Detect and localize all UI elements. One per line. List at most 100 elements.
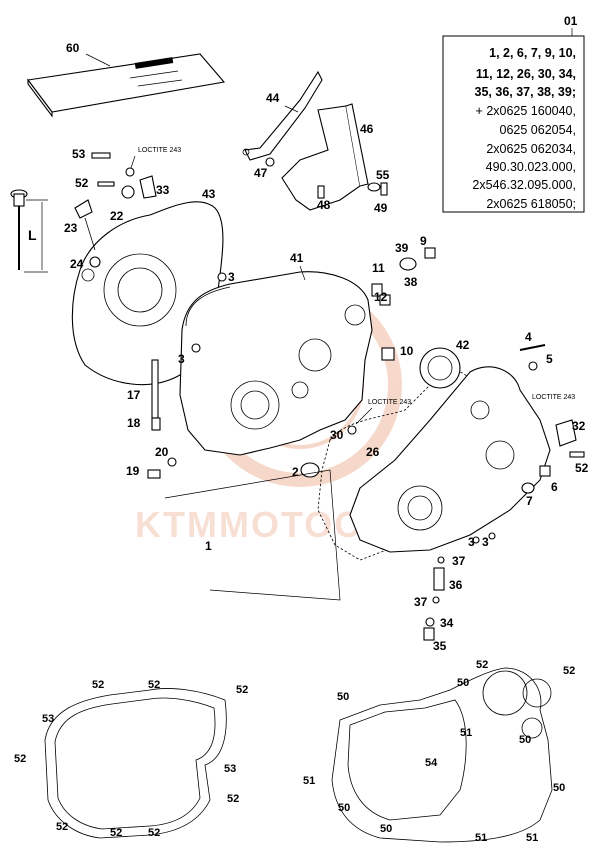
h-callout-51b: 51: [303, 775, 315, 787]
leader-41: [299, 265, 306, 281]
manual-print-line: [129, 70, 179, 79]
bracket-44: [244, 70, 323, 161]
cover-22: [121, 185, 135, 199]
bearing-2: [300, 462, 320, 478]
loctite-leader-2: [355, 407, 373, 425]
callout-39: 39: [395, 241, 409, 255]
kit-line-1: 1, 2, 6, 7, 9, 10,: [489, 46, 576, 60]
kit-line-3: 35, 36, 37, 38, 39;: [475, 85, 576, 99]
spacer-47: [265, 157, 275, 167]
h-callout-54: 54: [425, 757, 438, 769]
cylinder-boss: [419, 347, 461, 389]
kit-line-8: 2x546.32.095.000,: [472, 178, 576, 192]
gasket-outline-outer: [44, 688, 227, 839]
plug-35: [423, 627, 435, 641]
washer-34: [425, 617, 435, 627]
part-60-manual: 60: [27, 41, 226, 118]
plug-6: [539, 465, 551, 477]
right-bearing-inner: [407, 495, 433, 521]
h-callout-52b: 52: [563, 665, 575, 677]
callout-10: 10: [400, 344, 414, 358]
manual-booklet: [27, 53, 226, 113]
kit-outline-1: 1: [164, 469, 341, 601]
callout-1: 1: [205, 539, 212, 553]
callout-20: 20: [155, 445, 169, 459]
callout-52a: 52: [75, 176, 89, 190]
dowel-3c: [472, 536, 480, 544]
callout-47: 47: [254, 166, 268, 180]
callout-19: 19: [126, 464, 140, 478]
kit-line-2: 11, 12, 26, 30, 34,: [476, 67, 576, 81]
callout-23: 23: [64, 221, 78, 235]
o-ring-24: [89, 256, 101, 268]
kit-box: 01 1, 2, 6, 7, 9, 10, 11, 12, 26, 30, 34…: [442, 14, 585, 213]
dowel-3b: [191, 343, 201, 353]
washer-55: [367, 182, 381, 192]
g-callout-53b: 53: [224, 763, 236, 775]
h-callout-51a: 51: [460, 727, 472, 739]
manual-print-line: [137, 79, 183, 87]
callout-32: 32: [572, 419, 586, 433]
shaft-bore-mid: [291, 381, 309, 399]
callout-49: 49: [374, 201, 388, 215]
bolt-19: [147, 469, 161, 479]
part-crankcase-right: 42 4 5 LOCTITE 243 32 52 6 7 3 3 37 36 3…: [349, 330, 589, 653]
callout-3b: 3: [178, 352, 185, 366]
gasket-top-hole: [522, 678, 552, 708]
dim-label: L: [28, 227, 37, 243]
manual-edge: [27, 78, 53, 118]
callout-38: 38: [404, 275, 418, 289]
gasket-outline-inner: [54, 697, 216, 830]
ball-37a: [437, 556, 445, 564]
h-callout-51d: 51: [526, 832, 538, 844]
gasket-outline-outer: [331, 667, 553, 843]
g-callout-52a: 52: [92, 679, 104, 691]
g-callout-52g: 52: [110, 827, 122, 839]
part-guard-group: 44 46 47 48 55 49: [242, 70, 390, 215]
callout-17: 17: [127, 388, 141, 402]
dowel-3d: [488, 532, 496, 540]
kit-frame: [442, 35, 585, 213]
crankcase-41: [179, 271, 373, 456]
crankcase-flange: [185, 286, 231, 327]
bearing-bore: [230, 380, 280, 430]
bolt-52b: [569, 451, 585, 458]
callout-52b: 52: [575, 461, 589, 475]
g-callout-52d: 52: [14, 753, 26, 765]
oil-filler-hole: [81, 268, 95, 282]
ball-37b: [432, 596, 440, 604]
callout-24: 24: [70, 257, 84, 271]
bushing-10: [381, 347, 395, 361]
shaft-bore: [298, 338, 332, 372]
callout-6: 6: [551, 480, 558, 494]
callout-3c: 3: [468, 535, 475, 549]
ring-30: [347, 425, 357, 435]
bolt-49: [380, 182, 388, 196]
bracket-hole: [242, 148, 250, 156]
gasket-cylinder-hole: [482, 670, 528, 716]
callout-2: 2: [292, 465, 299, 479]
kit-outline: [164, 469, 341, 601]
h-callout-50b: 50: [457, 677, 469, 689]
leader-60: [85, 53, 111, 67]
loctite-leader-1: [130, 155, 136, 169]
h-callout-50a: 50: [337, 691, 349, 703]
kit-line-6: 2x0625 062034,: [486, 142, 576, 156]
bearing-bore-inner: [240, 390, 270, 420]
callout-44: 44: [266, 91, 280, 105]
washer-20: [167, 457, 177, 467]
kit-line-4: + 2x0625 160040,: [476, 104, 576, 118]
g-callout-53a: 53: [42, 713, 54, 725]
loctite-note-3: LOCTITE 243: [532, 394, 575, 401]
bracket-33: [139, 175, 157, 199]
bracket-32: [555, 419, 577, 447]
clutch-cover-inner: [117, 267, 163, 313]
callout-37b: 37: [414, 595, 428, 609]
seal-7: [521, 482, 535, 494]
h-callout-50e: 50: [338, 802, 350, 814]
guard-46-side: [345, 103, 369, 187]
oil-plug-23: [74, 199, 93, 219]
g-callout-52e: 52: [227, 793, 239, 805]
seal-12: [379, 294, 391, 306]
